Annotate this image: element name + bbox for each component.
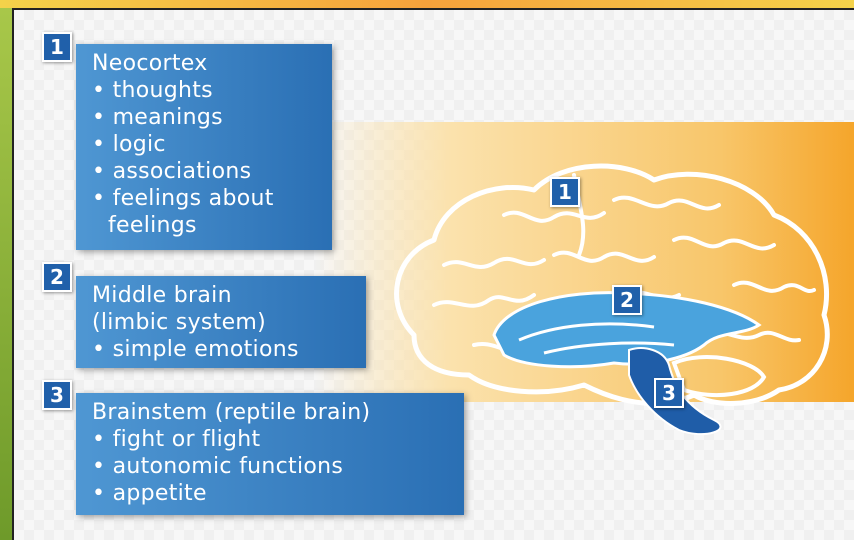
brainstem-item-autonomic: • autonomic functions xyxy=(92,453,452,480)
neocortex-item-thoughts: • thoughts xyxy=(92,77,320,104)
left-border-strip xyxy=(0,0,12,540)
neocortex-box: Neocortex • thoughts • meanings • logic … xyxy=(76,44,332,250)
section-badge-2: 2 xyxy=(42,262,72,292)
neocortex-item-feelings-continued: feelings xyxy=(92,212,320,239)
neocortex-title: Neocortex xyxy=(92,50,320,77)
brain-label-2: 2 xyxy=(612,285,642,315)
top-border-strip xyxy=(0,0,854,8)
neocortex-item-logic: • logic xyxy=(92,131,320,158)
brainstem-item-fight-flight: • fight or flight xyxy=(92,426,452,453)
cerebellum-shape xyxy=(674,357,764,395)
neocortex-item-feelings-about: • feelings about xyxy=(92,185,320,212)
middle-brain-box: Middle brain (limbic system) • simple em… xyxy=(76,276,366,368)
section-badge-1: 1 xyxy=(42,32,72,62)
section-badge-3: 3 xyxy=(42,380,72,410)
diagram-frame: 1 2 3 Neocortex • thoughts • meanings • … xyxy=(12,8,854,540)
brain-label-1: 1 xyxy=(550,177,580,207)
brainstem-box: Brainstem (reptile brain) • fight or fli… xyxy=(76,393,464,515)
neocortex-item-associations: • associations xyxy=(92,158,320,185)
middle-brain-item-emotions: • simple emotions xyxy=(92,336,354,363)
brain-label-3: 3 xyxy=(654,378,684,408)
neocortex-item-meanings: • meanings xyxy=(92,104,320,131)
middle-brain-title: Middle brain xyxy=(92,282,354,309)
middle-brain-subtitle: (limbic system) xyxy=(92,309,354,336)
brainstem-item-appetite: • appetite xyxy=(92,480,452,507)
brainstem-title: Brainstem (reptile brain) xyxy=(92,399,452,426)
